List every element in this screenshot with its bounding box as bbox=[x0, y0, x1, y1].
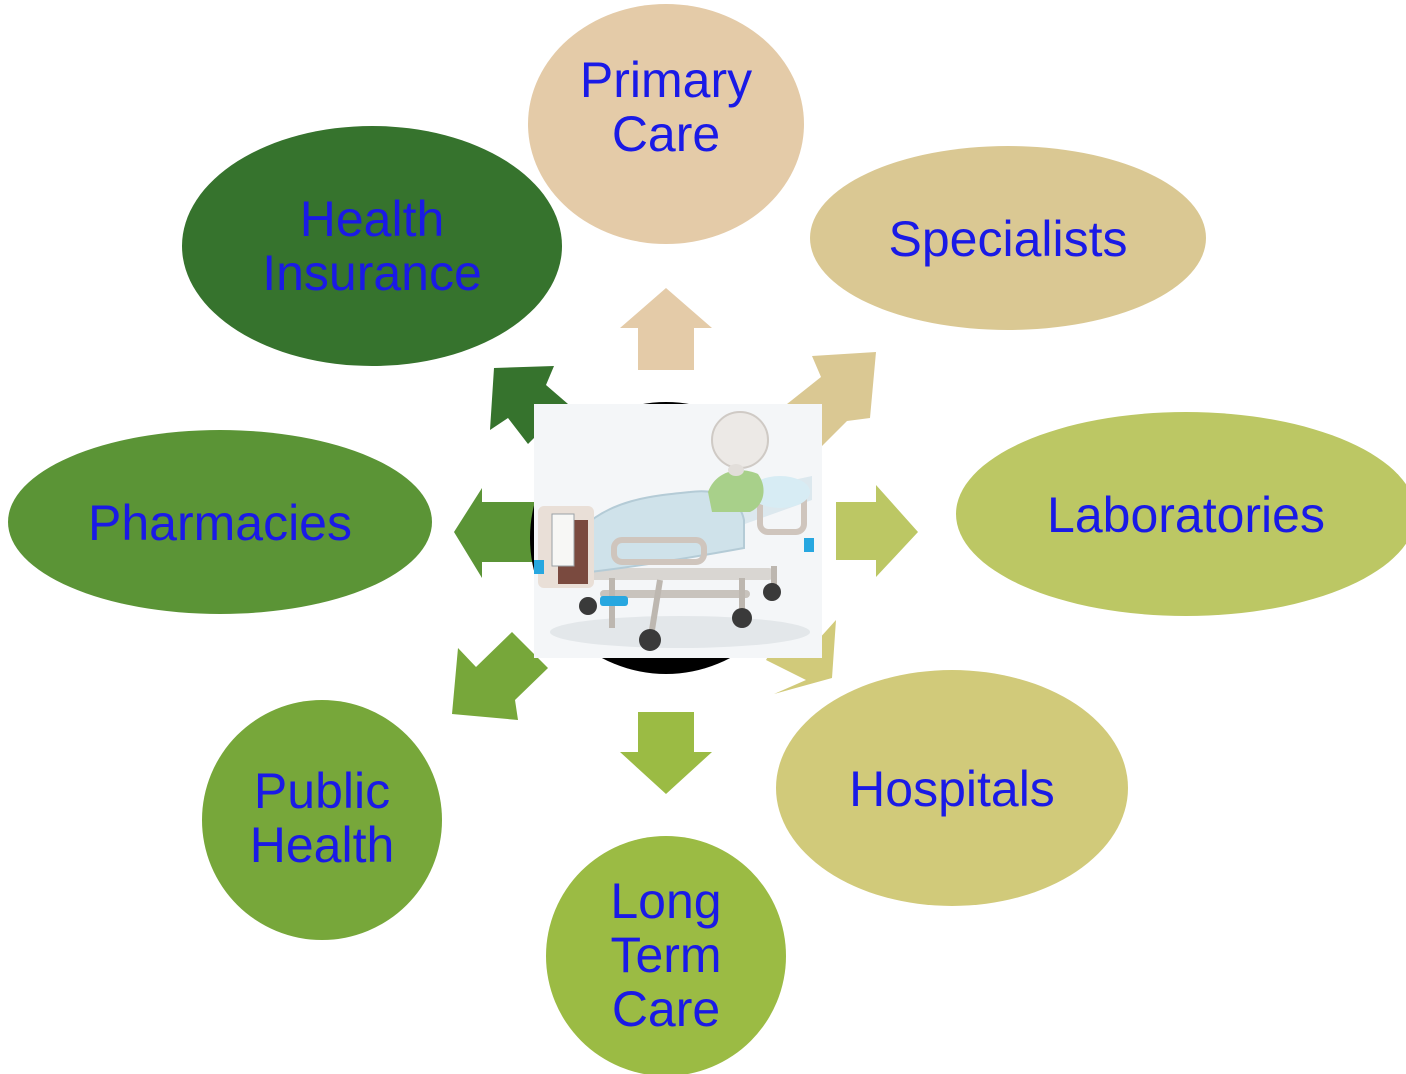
patient-gown bbox=[708, 470, 764, 512]
node-label-line: Term bbox=[610, 927, 721, 983]
node-label-line: Pharmacies bbox=[88, 495, 352, 551]
patient-in-hospital-bed-image bbox=[530, 402, 822, 674]
patient-neck bbox=[728, 464, 744, 476]
node-label-line: Laboratories bbox=[1047, 487, 1325, 543]
wheel-3 bbox=[732, 608, 752, 628]
node-label-line: Public bbox=[254, 763, 390, 819]
bed-accent-3 bbox=[804, 538, 814, 552]
node-specialists: Specialists bbox=[810, 146, 1206, 330]
bed-leg-mid bbox=[649, 579, 663, 631]
node-label-line: Care bbox=[612, 981, 720, 1037]
node-label-specialists: Specialists bbox=[889, 211, 1128, 267]
node-label-line: Primary bbox=[580, 52, 752, 108]
node-shape-pharmacies bbox=[8, 430, 432, 614]
node-label-pharmacies: Pharmacies bbox=[88, 495, 352, 551]
node-shape-laboratories bbox=[956, 412, 1406, 616]
wheel-4 bbox=[763, 583, 781, 601]
bed-base bbox=[574, 568, 774, 580]
node-hospitals: Hospitals bbox=[776, 670, 1128, 906]
arrow-to-public-health bbox=[452, 632, 548, 720]
wheel-1 bbox=[579, 597, 597, 615]
pillow bbox=[750, 476, 810, 508]
node-label-line: Specialists bbox=[889, 211, 1128, 267]
node-label-line: Insurance bbox=[262, 245, 482, 301]
node-label-line: Care bbox=[612, 106, 720, 162]
bed-accent-2 bbox=[600, 596, 628, 606]
arrow-to-health-insurance bbox=[490, 366, 568, 444]
clipboard bbox=[551, 513, 575, 567]
arrow-to-long-term-care bbox=[620, 712, 712, 794]
node-shape-long-term-care bbox=[546, 836, 786, 1074]
side-rail bbox=[611, 537, 707, 565]
node-label-laboratories: Laboratories bbox=[1047, 487, 1325, 543]
wheel-2 bbox=[639, 629, 661, 651]
node-label-line: Long bbox=[610, 873, 721, 929]
patient-head bbox=[711, 411, 769, 469]
arrow-to-pharmacies bbox=[454, 488, 536, 578]
floor-shadow bbox=[550, 616, 810, 648]
node-label-hospitals: Hospitals bbox=[849, 761, 1055, 817]
node-shape-specialists bbox=[810, 146, 1206, 330]
node-shape-health-insurance bbox=[182, 126, 562, 366]
bed-accent-1 bbox=[534, 560, 544, 574]
node-label-line: Health bbox=[300, 191, 445, 247]
arrow-to-laboratories bbox=[836, 485, 918, 577]
node-label-line: Health bbox=[250, 817, 395, 873]
arrow-to-primary-care bbox=[620, 288, 712, 370]
node-shape-primary-care bbox=[528, 4, 804, 244]
node-shape-public-health bbox=[202, 700, 442, 940]
node-laboratories: Laboratories bbox=[956, 412, 1406, 616]
bed-base-lower bbox=[600, 590, 750, 598]
node-shape-hospitals bbox=[776, 670, 1128, 906]
node-label-line: Hospitals bbox=[849, 761, 1055, 817]
node-pharmacies: Pharmacies bbox=[8, 430, 432, 614]
